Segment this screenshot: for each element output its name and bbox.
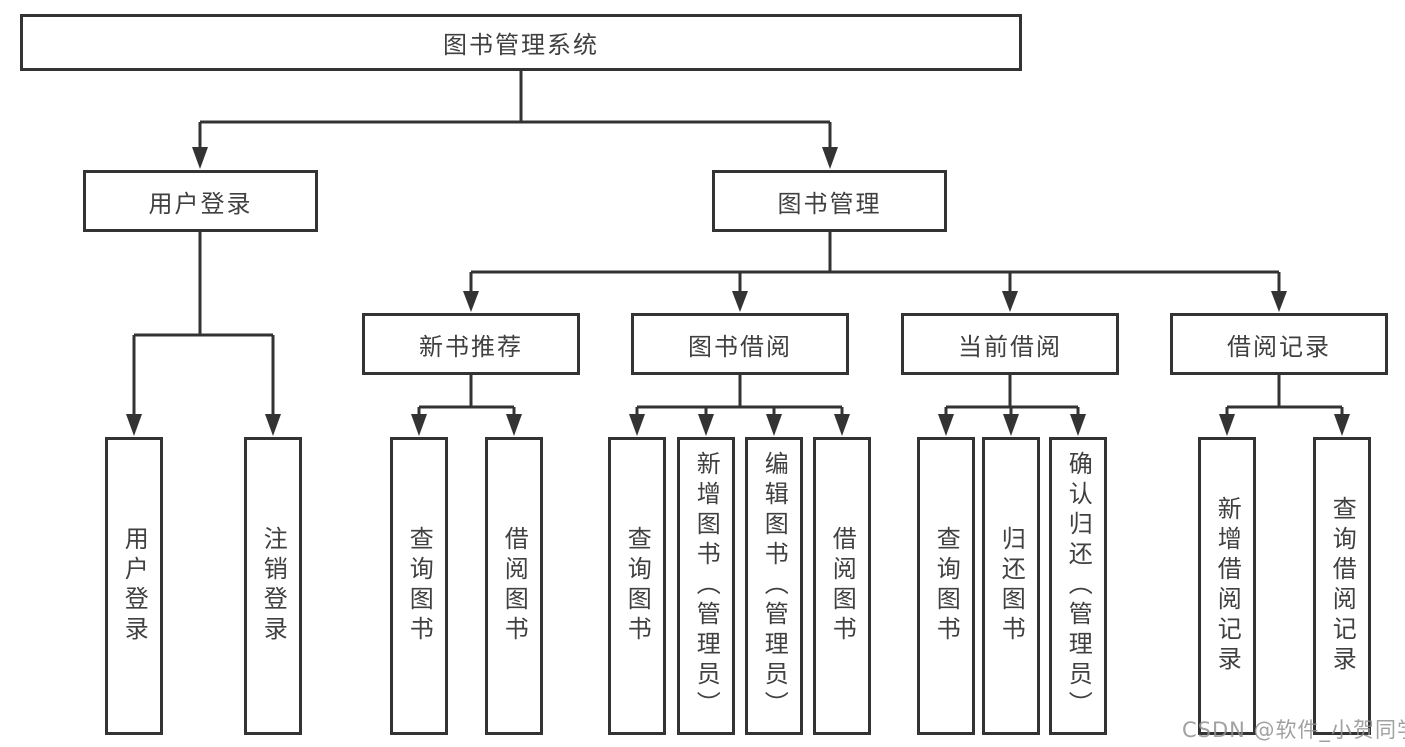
leaf-borrow-books: 借阅图书 <box>813 437 871 735</box>
leaf-query-books-recommend: 查询图书 <box>390 437 448 735</box>
leaf-query-borrow-record: 查询借阅记录 <box>1313 437 1371 735</box>
node-book-management: 图书管理 <box>712 170 947 232</box>
leaf-logout: 注销登录 <box>244 437 302 735</box>
node-new-book-recommend: 新书推荐 <box>362 313 580 375</box>
leaf-add-books-admin: 新增图书（管理员） <box>677 437 735 735</box>
leaf-edit-books-admin: 编辑图书（管理员） <box>745 437 803 735</box>
csdn-watermark: CSDN @软件_小贺同学 <box>1182 718 1405 742</box>
arrowhead-icons <box>126 147 1350 436</box>
leaf-confirm-return-admin: 确认归还（管理员） <box>1049 437 1107 735</box>
node-user-login: 用户登录 <box>83 170 318 232</box>
leaf-return-books: 归还图书 <box>982 437 1040 735</box>
leaf-add-borrow-record: 新增借阅记录 <box>1198 437 1256 735</box>
node-library-management-system: 图书管理系统 <box>20 14 1022 71</box>
node-current-borrow: 当前借阅 <box>901 313 1119 375</box>
leaf-borrow-books-recommend: 借阅图书 <box>485 437 543 735</box>
leaf-query-books-current: 查询图书 <box>917 437 975 735</box>
node-book-borrow: 图书借阅 <box>631 313 849 375</box>
node-borrow-records: 借阅记录 <box>1170 313 1388 375</box>
leaf-query-books-borrow: 查询图书 <box>608 437 666 735</box>
leaf-user-login: 用户登录 <box>105 437 163 735</box>
